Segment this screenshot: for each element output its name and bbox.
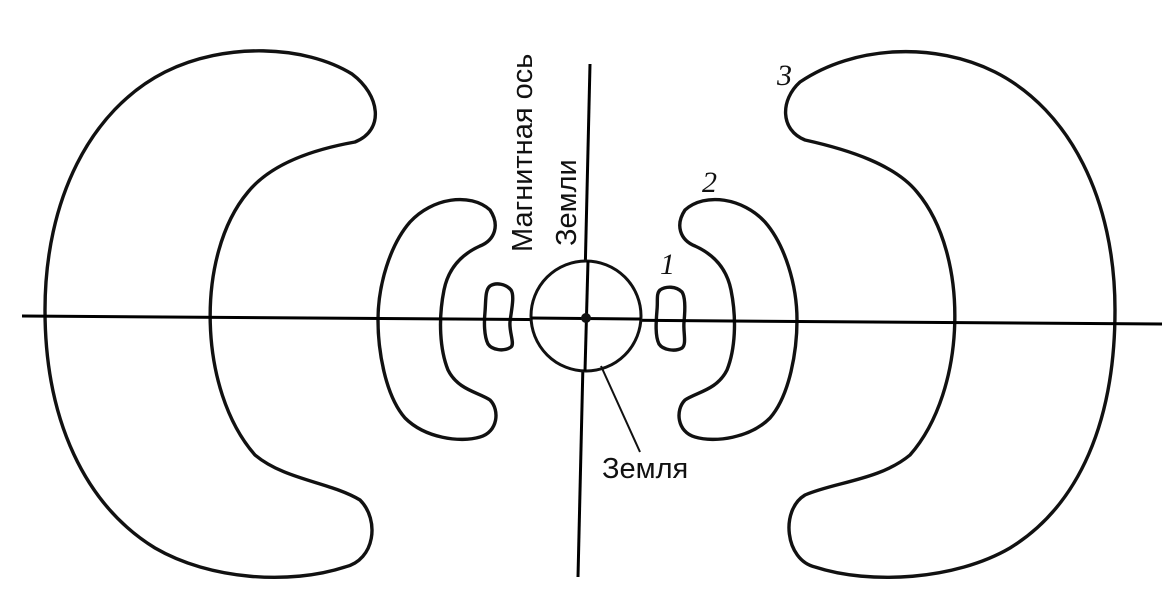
innermost-belt-right	[654, 285, 687, 352]
outer-belt-right	[783, 49, 1117, 580]
earth-leader-line	[600, 365, 641, 453]
inner-belt-right	[677, 197, 799, 442]
earth-center-dot	[581, 313, 591, 323]
innermost-belt-left	[482, 282, 515, 352]
earth-label: Земля	[602, 453, 688, 485]
belt-number-2: 2	[702, 166, 717, 199]
inner-belt-left	[376, 197, 498, 442]
axis-label-line1: Магнитная ось	[507, 54, 539, 252]
belt-number-3: 3	[776, 59, 792, 92]
outer-belt-left	[43, 49, 378, 580]
belt-number-1: 1	[660, 248, 675, 281]
axis-label-line2: Земли	[551, 159, 583, 246]
